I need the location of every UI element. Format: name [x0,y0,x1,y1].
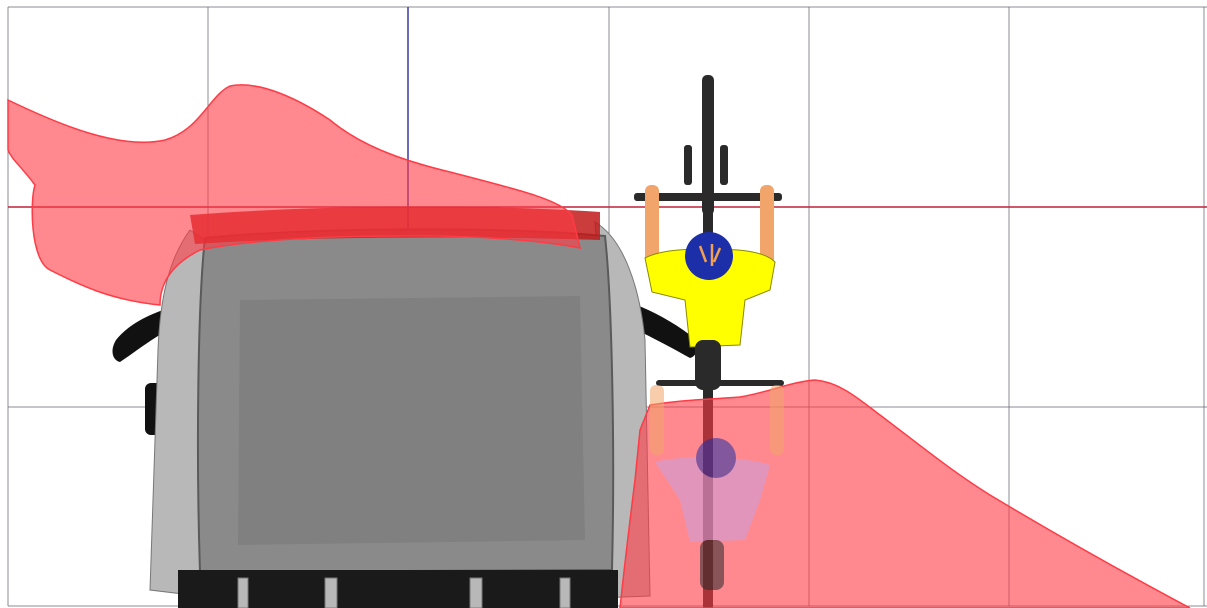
cyclist-right-arm [760,185,774,265]
reflection-saddle [700,540,724,590]
reflection-arm [770,385,784,455]
reflection-helmet-icon [696,438,736,478]
van-bumper-bar [560,578,570,608]
van-bumper-bar [470,578,482,608]
bicycle-rear-bar [656,380,784,386]
van-roof-panel [238,296,585,545]
van-bumper-bar [238,578,248,608]
reflection-arm [650,385,664,455]
bicycle-brake-lever [720,145,728,185]
van-bumper-bar [325,578,337,608]
van [113,207,697,608]
bicycle-brake-lever [684,145,692,185]
cyclist-helmet-icon [685,232,733,280]
